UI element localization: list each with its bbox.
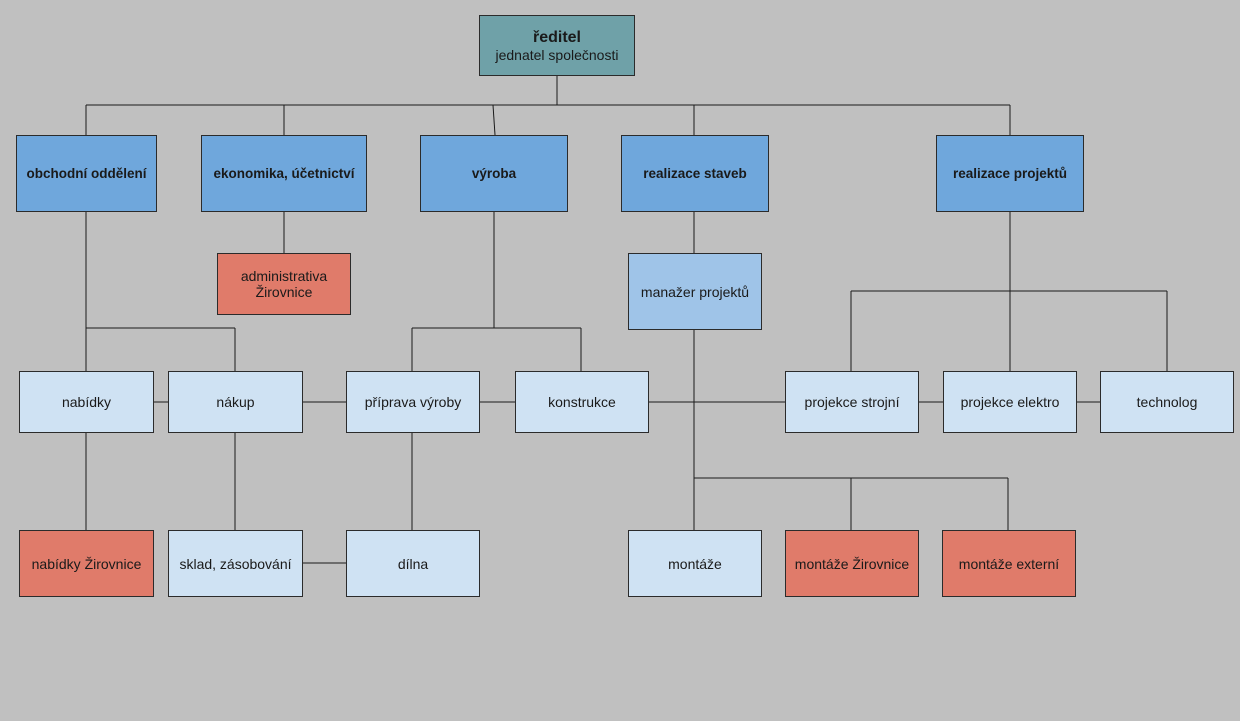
node-montaze: montáže — [628, 530, 762, 597]
node-dilna: dílna — [346, 530, 480, 597]
node-realizace-staveb: realizace staveb — [621, 135, 769, 212]
node-montaze-zirovnice: montáže Žirovnice — [785, 530, 919, 597]
node-priprava-vyroby: příprava výroby — [346, 371, 480, 433]
node-nakup: nákup — [168, 371, 303, 433]
node-nabidky-zirovnice: nabídky Žirovnice — [19, 530, 154, 597]
node-konstrukce: konstrukce — [515, 371, 649, 433]
node-realizace-projektu: realizace projektů — [936, 135, 1084, 212]
node-reditel-subtitle: jednatel společnosti — [495, 47, 619, 63]
node-reditel: ředitel jednatel společnosti — [479, 15, 635, 76]
node-projekce-elektro: projekce elektro — [943, 371, 1077, 433]
node-reditel-title: ředitel — [532, 29, 581, 46]
node-projekce-strojni: projekce strojní — [785, 371, 919, 433]
node-ekonomika: ekonomika, účetnictví — [201, 135, 367, 212]
node-administrativa: administrativa Žirovnice — [217, 253, 351, 315]
node-manazer-projektu: manažer projektů — [628, 253, 762, 330]
node-montaze-externi: montáže externí — [942, 530, 1076, 597]
node-vyroba: výroba — [420, 135, 568, 212]
node-technolog: technolog — [1100, 371, 1234, 433]
node-obchodni-oddeleni: obchodní oddělení — [16, 135, 157, 212]
node-sklad-zasobovani: sklad, zásobování — [168, 530, 303, 597]
node-nabidky: nabídky — [19, 371, 154, 433]
connector-line — [492, 104, 496, 136]
